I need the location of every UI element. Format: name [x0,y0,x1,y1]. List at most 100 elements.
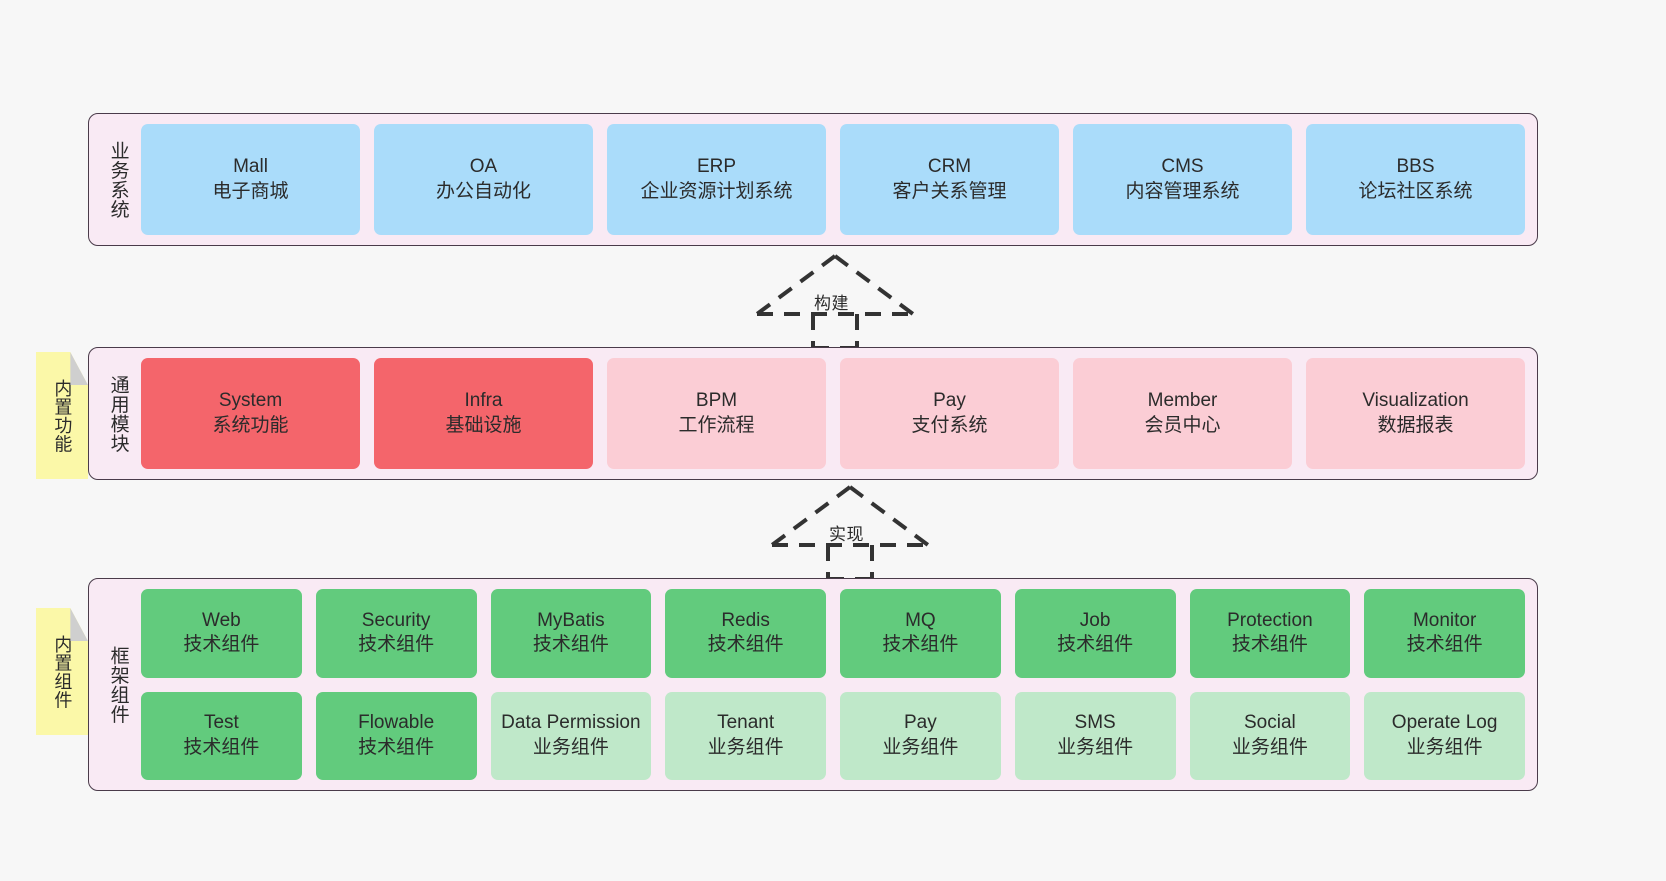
cell-job[interactable]: Job 技术组件 [1014,589,1176,678]
cell-data-permission-en: Data Permission [501,712,641,734]
cell-data-permission-cn: 业务组件 [532,736,609,758]
cell-bbs[interactable]: BBS 论坛社区系统 [1306,124,1525,235]
cell-erp-en: ERP [696,156,737,178]
cell-data-permission[interactable]: Data Permission 业务组件 [490,691,652,780]
cell-mq-en: MQ [905,609,936,631]
note-builtin-components-label: 内置组件 [52,634,73,709]
cell-mybatis-cn: 技术组件 [532,634,609,656]
cell-social-en: Social [1244,712,1296,734]
layer-modules-cells: System 系统功能 Infra 基础设施 BPM 工作流程 Pay 支付系统… [141,358,1525,469]
cell-visualization-en: Visualization [1362,390,1469,412]
note-fold-icon [70,352,88,386]
cell-member-en: Member [1147,390,1218,412]
cell-web-cn: 技术组件 [183,634,260,656]
cell-system[interactable]: System 系统功能 [141,358,360,469]
cell-pay-module[interactable]: Pay 支付系统 [840,358,1059,469]
cell-mall-cn: 电子商城 [212,180,289,202]
layer-business-systems: 业务系统 Mall 电子商城 OA 办公自动化 ERP 企业资源计划系统 CRM… [88,113,1538,246]
cell-sms-cn: 业务组件 [1057,736,1134,758]
cell-protection-en: Protection [1227,609,1313,631]
cell-erp[interactable]: ERP 企业资源计划系统 [607,124,826,235]
cell-flowable[interactable]: Flowable 技术组件 [315,691,477,780]
layer-title-business: 业务系统 [107,140,129,219]
cell-cms-en: CMS [1161,156,1204,178]
layer-framework-row-biz: Test 技术组件 Flowable 技术组件 Data Permission … [141,691,1525,780]
cell-monitor-cn: 技术组件 [1406,634,1483,656]
cell-bpm[interactable]: BPM 工作流程 [607,358,826,469]
cell-operate-log[interactable]: Operate Log 业务组件 [1364,691,1525,780]
cell-pay-component-cn: 业务组件 [882,736,959,758]
cell-security-en: Security [361,609,431,631]
cell-infra-cn: 基础设施 [445,414,522,436]
cell-bpm-cn: 工作流程 [678,414,755,436]
cell-mall-en: Mall [233,156,268,178]
cell-test-cn: 技术组件 [183,736,260,758]
cell-infra-en: Infra [464,390,503,412]
cell-redis-en: Redis [721,609,770,631]
cell-cms-cn: 内容管理系统 [1125,180,1240,202]
cell-pay-module-en: Pay [933,390,966,412]
cell-infra[interactable]: Infra 基础设施 [374,358,593,469]
layer-framework-components: 框架组件 Web 技术组件 Security 技术组件 MyBatis 技术组件… [88,578,1538,791]
connector-build-label: 构建 [814,294,849,313]
cell-protection-cn: 技术组件 [1231,634,1308,656]
cell-sms-en: SMS [1074,712,1116,734]
cell-pay-component[interactable]: Pay 业务组件 [840,691,1001,780]
cell-operate-log-en: Operate Log [1391,712,1498,734]
cell-test[interactable]: Test 技术组件 [141,691,302,780]
cell-security-cn: 技术组件 [358,634,435,656]
cell-flowable-cn: 技术组件 [358,736,435,758]
layer-framework-row-tech: Web 技术组件 Security 技术组件 MyBatis 技术组件 Redi… [141,589,1525,678]
cell-member-cn: 会员中心 [1144,414,1221,436]
cell-security[interactable]: Security 技术组件 [315,589,477,678]
layer-title-modules: 通用模块 [107,374,129,453]
cell-tenant-en: Tenant [717,712,775,734]
cell-visualization[interactable]: Visualization 数据报表 [1306,358,1525,469]
cell-oa[interactable]: OA 办公自动化 [374,124,593,235]
cell-system-cn: 系统功能 [212,414,289,436]
cell-mall[interactable]: Mall 电子商城 [141,124,360,235]
cell-social[interactable]: Social 业务组件 [1189,691,1351,780]
cell-flowable-en: Flowable [358,712,435,734]
connector-implement-label: 实现 [829,525,864,544]
note-builtin-features-label: 内置功能 [52,378,73,453]
cell-job-cn: 技术组件 [1057,634,1134,656]
cell-crm-cn: 客户关系管理 [892,180,1007,202]
cell-social-cn: 业务组件 [1231,736,1308,758]
cell-system-en: System [218,390,283,412]
note-builtin-components: 内置组件 [36,608,88,735]
cell-oa-cn: 办公自动化 [435,180,531,202]
layer-modules-row: System 系统功能 Infra 基础设施 BPM 工作流程 Pay 支付系统… [141,358,1525,469]
note-builtin-features: 内置功能 [36,352,88,479]
cell-redis[interactable]: Redis 技术组件 [665,589,826,678]
cell-operate-log-cn: 业务组件 [1406,736,1483,758]
cell-member[interactable]: Member 会员中心 [1073,358,1292,469]
cell-protection[interactable]: Protection 技术组件 [1189,589,1351,678]
cell-web-en: Web [202,609,241,631]
cell-visualization-cn: 数据报表 [1377,414,1454,436]
cell-pay-component-en: Pay [904,712,937,734]
cell-cms[interactable]: CMS 内容管理系统 [1073,124,1292,235]
cell-tenant[interactable]: Tenant 业务组件 [665,691,826,780]
layer-common-modules: 通用模块 System 系统功能 Infra 基础设施 BPM 工作流程 Pay… [88,347,1538,480]
cell-crm-en: CRM [927,156,972,178]
layer-framework-cells: Web 技术组件 Security 技术组件 MyBatis 技术组件 Redi… [141,589,1525,780]
layer-title-framework: 框架组件 [107,645,129,724]
cell-oa-en: OA [469,156,498,178]
layer-business-row: Mall 电子商城 OA 办公自动化 ERP 企业资源计划系统 CRM 客户关系… [141,124,1525,235]
cell-monitor-en: Monitor [1412,609,1477,631]
cell-sms[interactable]: SMS 业务组件 [1014,691,1176,780]
cell-erp-cn: 企业资源计划系统 [640,180,793,202]
cell-test-en: Test [203,712,239,734]
cell-job-en: Job [1079,609,1111,631]
cell-mq-cn: 技术组件 [882,634,959,656]
cell-bbs-cn: 论坛社区系统 [1358,180,1473,202]
cell-monitor[interactable]: Monitor 技术组件 [1364,589,1525,678]
cell-redis-cn: 技术组件 [707,634,784,656]
cell-mybatis-en: MyBatis [537,609,605,631]
cell-crm[interactable]: CRM 客户关系管理 [840,124,1059,235]
cell-web[interactable]: Web 技术组件 [141,589,302,678]
cell-mq[interactable]: MQ 技术组件 [840,589,1001,678]
cell-pay-module-cn: 支付系统 [911,414,988,436]
cell-mybatis[interactable]: MyBatis 技术组件 [490,589,652,678]
